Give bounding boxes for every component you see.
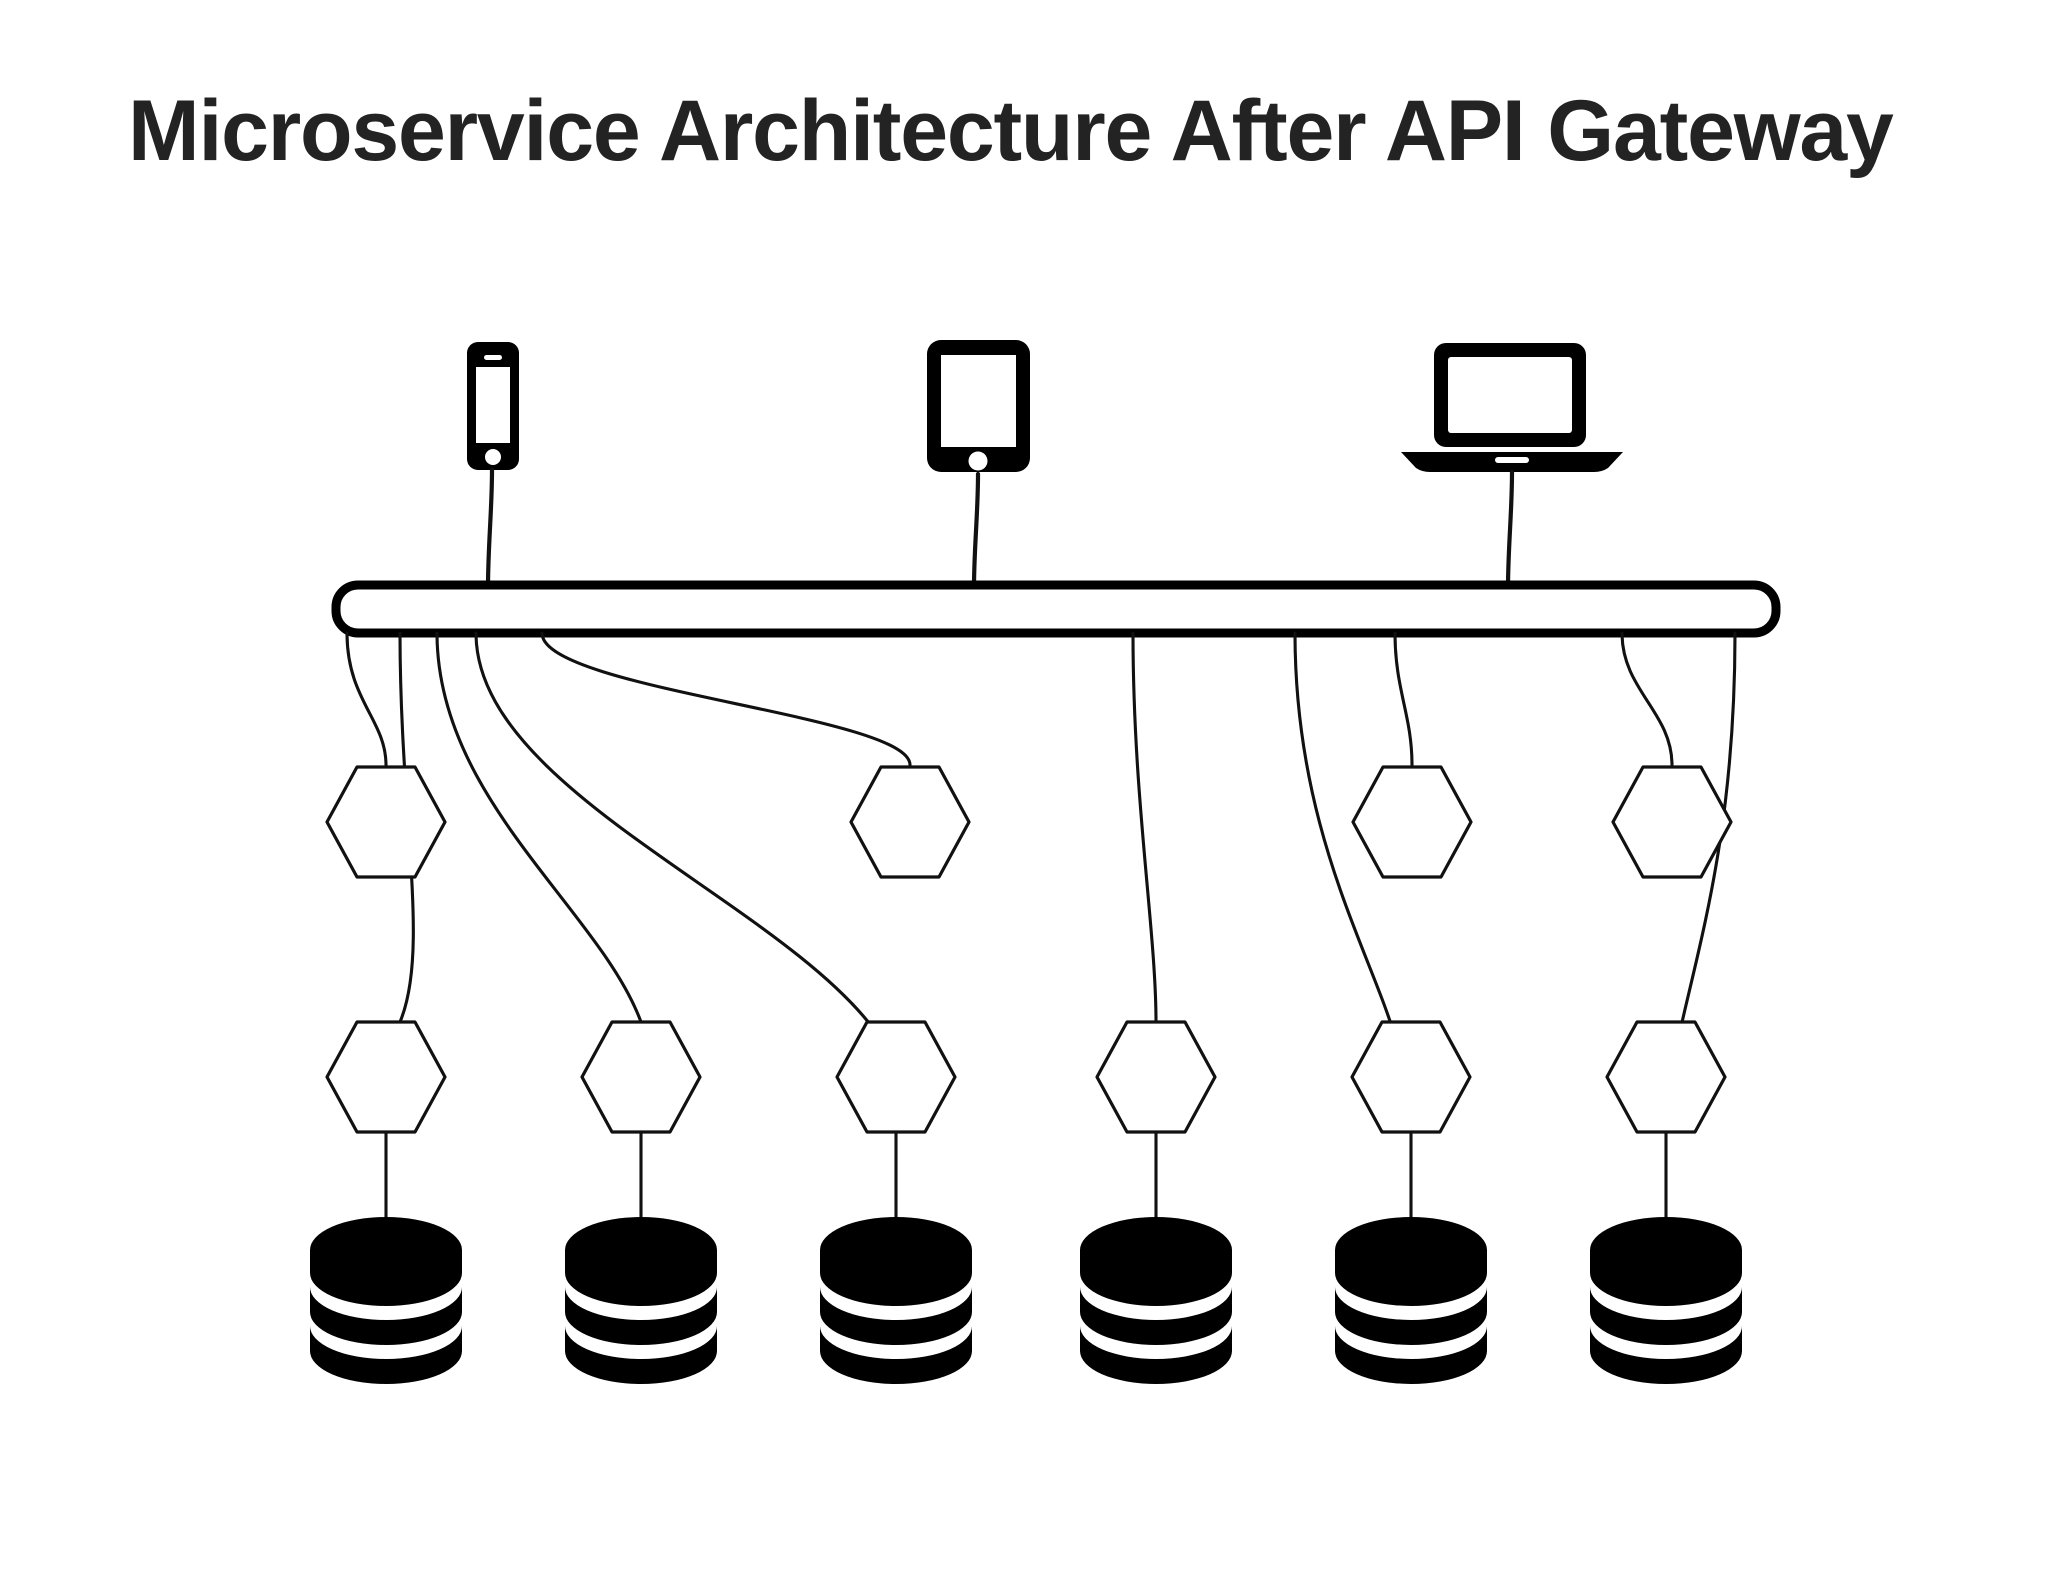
link-gateway-svc-b4 <box>1131 631 1158 1024</box>
smartphone-device-icon <box>467 342 519 470</box>
service-hexagon-b3[interactable] <box>835 1020 957 1134</box>
link-gateway-svc-t3 <box>1393 631 1414 767</box>
tablet-device-icon <box>927 340 1030 472</box>
service-hexagon-t4[interactable] <box>1611 765 1733 879</box>
service-hexagon-b6[interactable] <box>1605 1020 1727 1134</box>
link-laptop-gateway <box>1505 469 1515 591</box>
link-gateway-svc-t4 <box>1620 631 1674 767</box>
database-cylinder-2[interactable] <box>565 1217 717 1398</box>
service-hexagon-t2[interactable] <box>849 765 971 879</box>
service-hexagon-b5[interactable] <box>1350 1020 1472 1134</box>
page-title: Microservice Architecture After API Gate… <box>128 83 1894 179</box>
service-row-bottom <box>325 1020 1727 1134</box>
service-hexagon-b1[interactable] <box>325 1020 447 1134</box>
database-cylinder-5[interactable] <box>1335 1217 1487 1398</box>
link-gateway-svc-b6 <box>1676 631 1737 1042</box>
service-hexagon-b2[interactable] <box>580 1020 702 1134</box>
link-gateway-svc-t1 <box>345 631 388 767</box>
link-gateway-svc-b5 <box>1293 631 1398 1042</box>
service-hexagon-t1[interactable] <box>325 765 447 879</box>
service-database-links <box>384 1130 1668 1224</box>
api-gateway-bar[interactable] <box>331 580 1781 638</box>
service-row-top <box>325 765 1733 879</box>
client-gateway-links <box>485 467 1515 591</box>
database-cylinder-4[interactable] <box>1080 1217 1232 1398</box>
link-gateway-svc-t2 <box>540 631 912 767</box>
link-gateway-svc-b2 <box>435 631 643 1024</box>
service-hexagon-t3[interactable] <box>1351 765 1473 879</box>
service-hexagon-b4[interactable] <box>1095 1020 1217 1134</box>
database-cylinder-6[interactable] <box>1590 1217 1742 1398</box>
link-smartphone-gateway <box>485 467 495 591</box>
link-tablet-gateway <box>971 471 981 591</box>
laptop-device-icon <box>1401 343 1623 472</box>
link-gateway-svc-b3 <box>474 631 878 1034</box>
database-cylinder-1[interactable] <box>310 1217 462 1398</box>
database-row <box>310 1217 1742 1398</box>
database-cylinder-3[interactable] <box>820 1217 972 1398</box>
gateway-service-links <box>345 631 1737 1042</box>
